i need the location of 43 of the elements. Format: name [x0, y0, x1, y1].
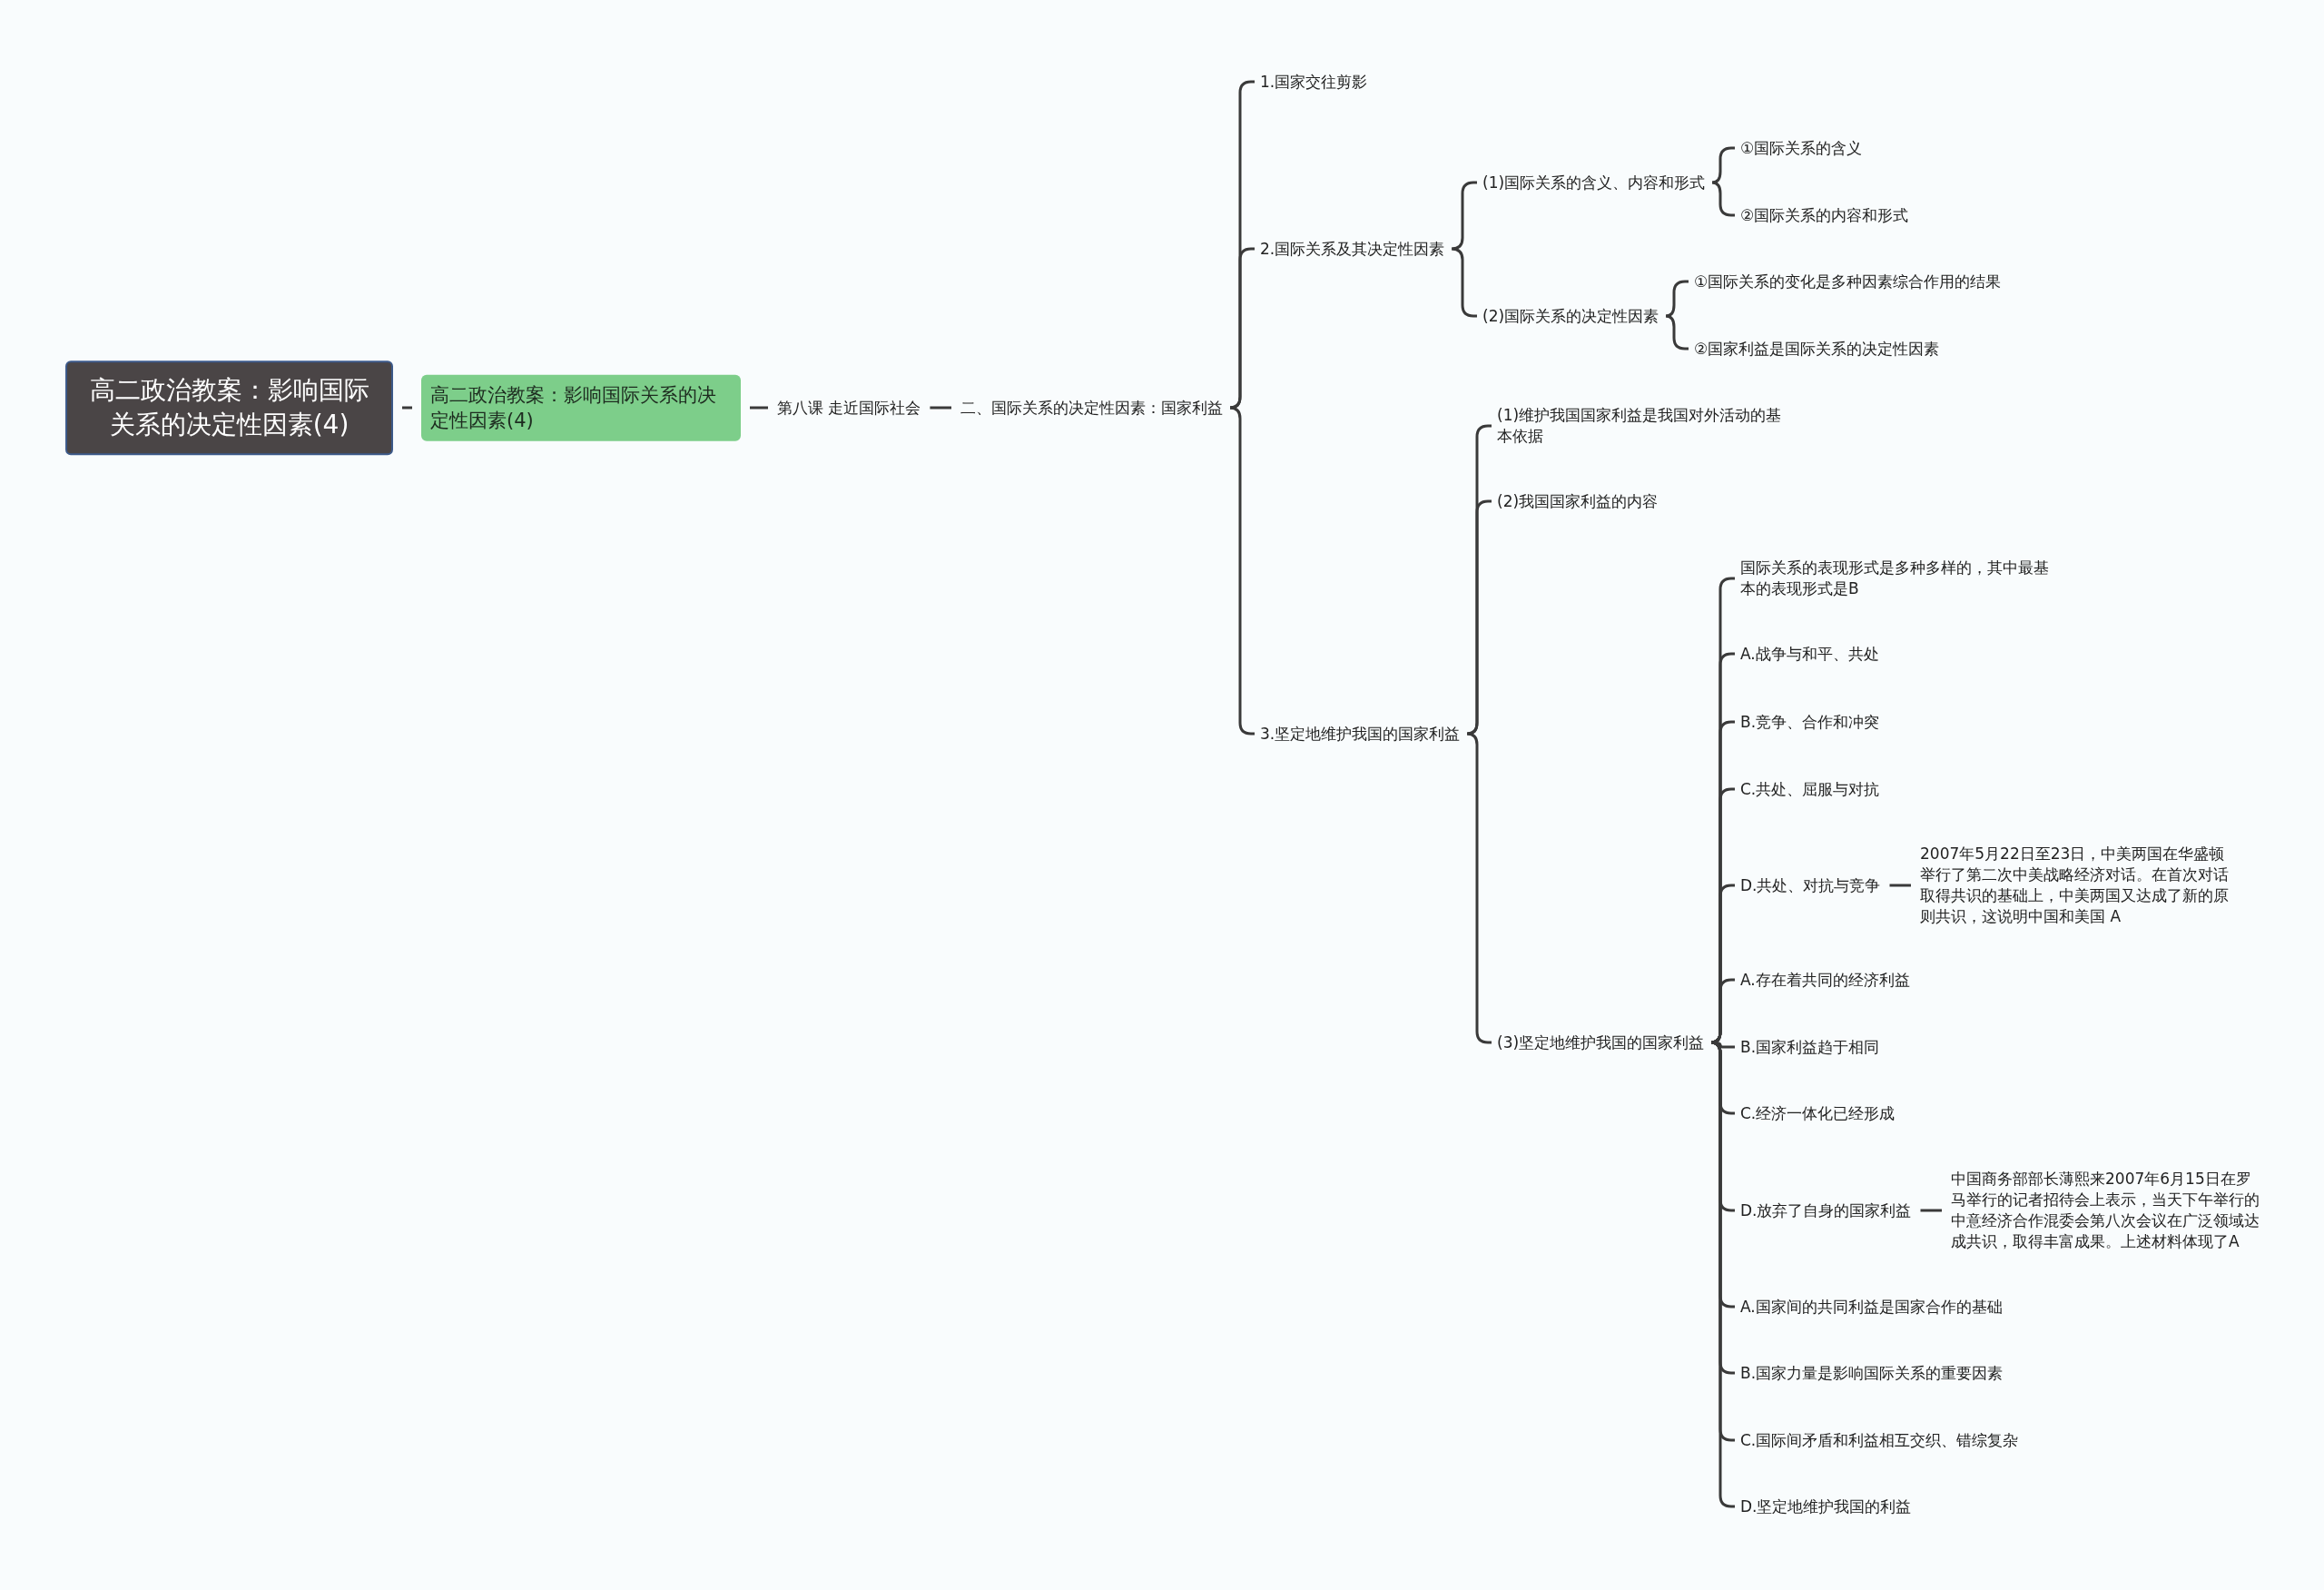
topic-label: C.国际间矛盾和利益相互交织、错综复杂 [1740, 1429, 2019, 1451]
topic-label: B.竞争、合作和冲突 [1740, 711, 1880, 733]
connector-line [1920, 1209, 1942, 1212]
topic-label: B.国家利益趋于相同 [1740, 1036, 1880, 1058]
topic-label: 3.坚定地维护我国的国家利益 [1260, 723, 1461, 745]
connector-line [1889, 884, 1911, 887]
connector-line [750, 406, 768, 410]
connector-line [1665, 314, 1689, 351]
subtopic-box: 高二政治教案：影响国际关系的决定性因素(4) [421, 374, 741, 441]
topic-label: D.坚定地维护我国的利益 [1740, 1496, 1912, 1517]
topic-label: B.国家力量是影响国际关系的重要因素 [1740, 1362, 2004, 1384]
central-topic-box: 高二政治教案：影响国际关系的决定性因素(4) [65, 360, 393, 455]
topic-label: ②国际关系的内容和形式 [1740, 204, 1909, 226]
connector-line [1710, 978, 1735, 1044]
topic-label: 二、国际关系的决定性因素：国家利益 [960, 397, 1223, 419]
topic-label: (1)国际关系的含义、内容和形式 [1482, 172, 1706, 193]
topic-label: (2)我国国家利益的内容 [1497, 490, 1659, 512]
topic-label: C.共处、屈服与对抗 [1740, 778, 1880, 800]
topic-label: ①国际关系的含义 [1740, 137, 1863, 159]
topic-label: D.放弃了自身的国家利益 [1740, 1200, 1912, 1221]
topic-label: A.存在着共同的经济利益 [1740, 969, 1910, 991]
topic-label: A.战争与和平、共处 [1740, 643, 1879, 665]
topic-label: ①国际关系的变化是多种因素综合作用的结果 [1694, 271, 2002, 292]
connector-line [1711, 146, 1735, 184]
topic-label: 中国商务部部长薄熙来2007年6月15日在罗马举行的记者招待会上表示，当天下午举行的中意经济合作混委会第八次会议在广泛领域达成共识，取得丰富成果。上述材料体现了A [1951, 1169, 2264, 1252]
topic-label: C.经济一体化已经形成 [1740, 1102, 1896, 1124]
topic-label: 1.国家交往剪影 [1260, 71, 1368, 93]
topic-label: ②国家利益是国际关系的决定性因素 [1694, 338, 1940, 360]
connector-line [1665, 280, 1689, 318]
connector-line [1467, 499, 1492, 736]
topic-label: (1)维护我国国家利益是我国对外活动的基本依据 [1497, 405, 1797, 447]
topic-label: 第八课 走近国际社会 [777, 397, 921, 419]
topic-label: A.国家间的共同利益是国家合作的基础 [1740, 1296, 2003, 1318]
connector-line [930, 406, 951, 410]
topic-label: 国际关系的表现形式是多种多样的，其中最基本的表现形式是B [1740, 558, 2053, 599]
connector-line [402, 406, 412, 410]
topic-label: 2007年5月22日至23日，中美两国在华盛顿举行了第二次中美战略经济对话。在首次对话取得共识的基础上，中美两国又达成了新的原则共识，这说明中国和美国 A [1920, 844, 2233, 927]
connector-line [1711, 181, 1735, 217]
topic-label: (3)坚定地维护我国的国家利益 [1497, 1032, 1705, 1053]
topic-label: D.共处、对抗与竞争 [1740, 874, 1881, 896]
topic-label: (2)国际关系的决定性因素 [1482, 305, 1659, 327]
connector-line [1229, 247, 1255, 410]
topic-label: 2.国际关系及其决定性因素 [1260, 238, 1445, 260]
